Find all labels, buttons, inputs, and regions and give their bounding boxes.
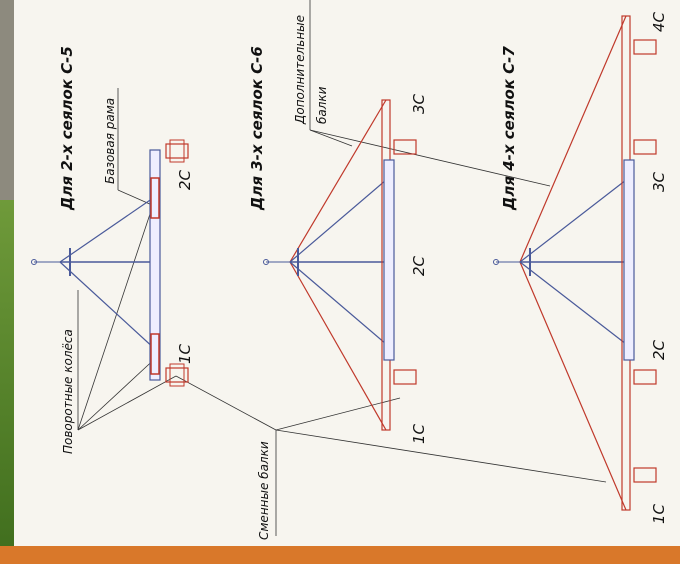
wheel-c6-top	[393, 139, 417, 155]
note-additional-beams-2: балки	[315, 86, 329, 124]
wheel-c7-2	[633, 139, 657, 155]
base-frame-beam	[149, 149, 161, 381]
title-c5: Для 2-х сеялок С-5	[58, 46, 76, 211]
note-base-frame: Базовая рама	[103, 98, 117, 184]
section-c5-1: 1С	[176, 343, 194, 364]
wheel-c5-bottom	[165, 363, 189, 387]
scheme-c5	[31, 139, 189, 387]
title-c6: Для 3-х сеялок С-6	[248, 46, 266, 211]
diagram-panel	[14, 0, 680, 546]
note-additional-beams-1: Дополнительные	[293, 15, 307, 125]
section-c6-3: 3С	[410, 93, 428, 114]
section-c5-2: 2С	[176, 169, 194, 190]
scheme-c6	[263, 99, 417, 431]
photo-strip	[0, 0, 14, 200]
wheel-c6-bottom	[393, 369, 417, 385]
note-swivel-wheels: Поворотные колёса	[61, 329, 75, 454]
wheel-c5-top	[165, 139, 189, 163]
section-c7-1: 1С	[650, 503, 668, 524]
wheel-c7-1	[633, 39, 657, 55]
section-c7-3: 3С	[650, 171, 668, 192]
wheel-c7-3	[633, 369, 657, 385]
section-c7-2: 2С	[650, 339, 668, 360]
section-c6-1: 1С	[410, 423, 428, 444]
wheel-c7-4	[633, 467, 657, 483]
title-c7: Для 4-х сеялок С-7	[500, 46, 518, 211]
section-c6-2: 2С	[410, 255, 428, 276]
note-replaceable-beams: Сменные балки	[257, 441, 271, 540]
section-c7-4: 4С	[650, 11, 668, 32]
grass-strip	[0, 200, 14, 564]
scheme-c7	[493, 15, 657, 511]
